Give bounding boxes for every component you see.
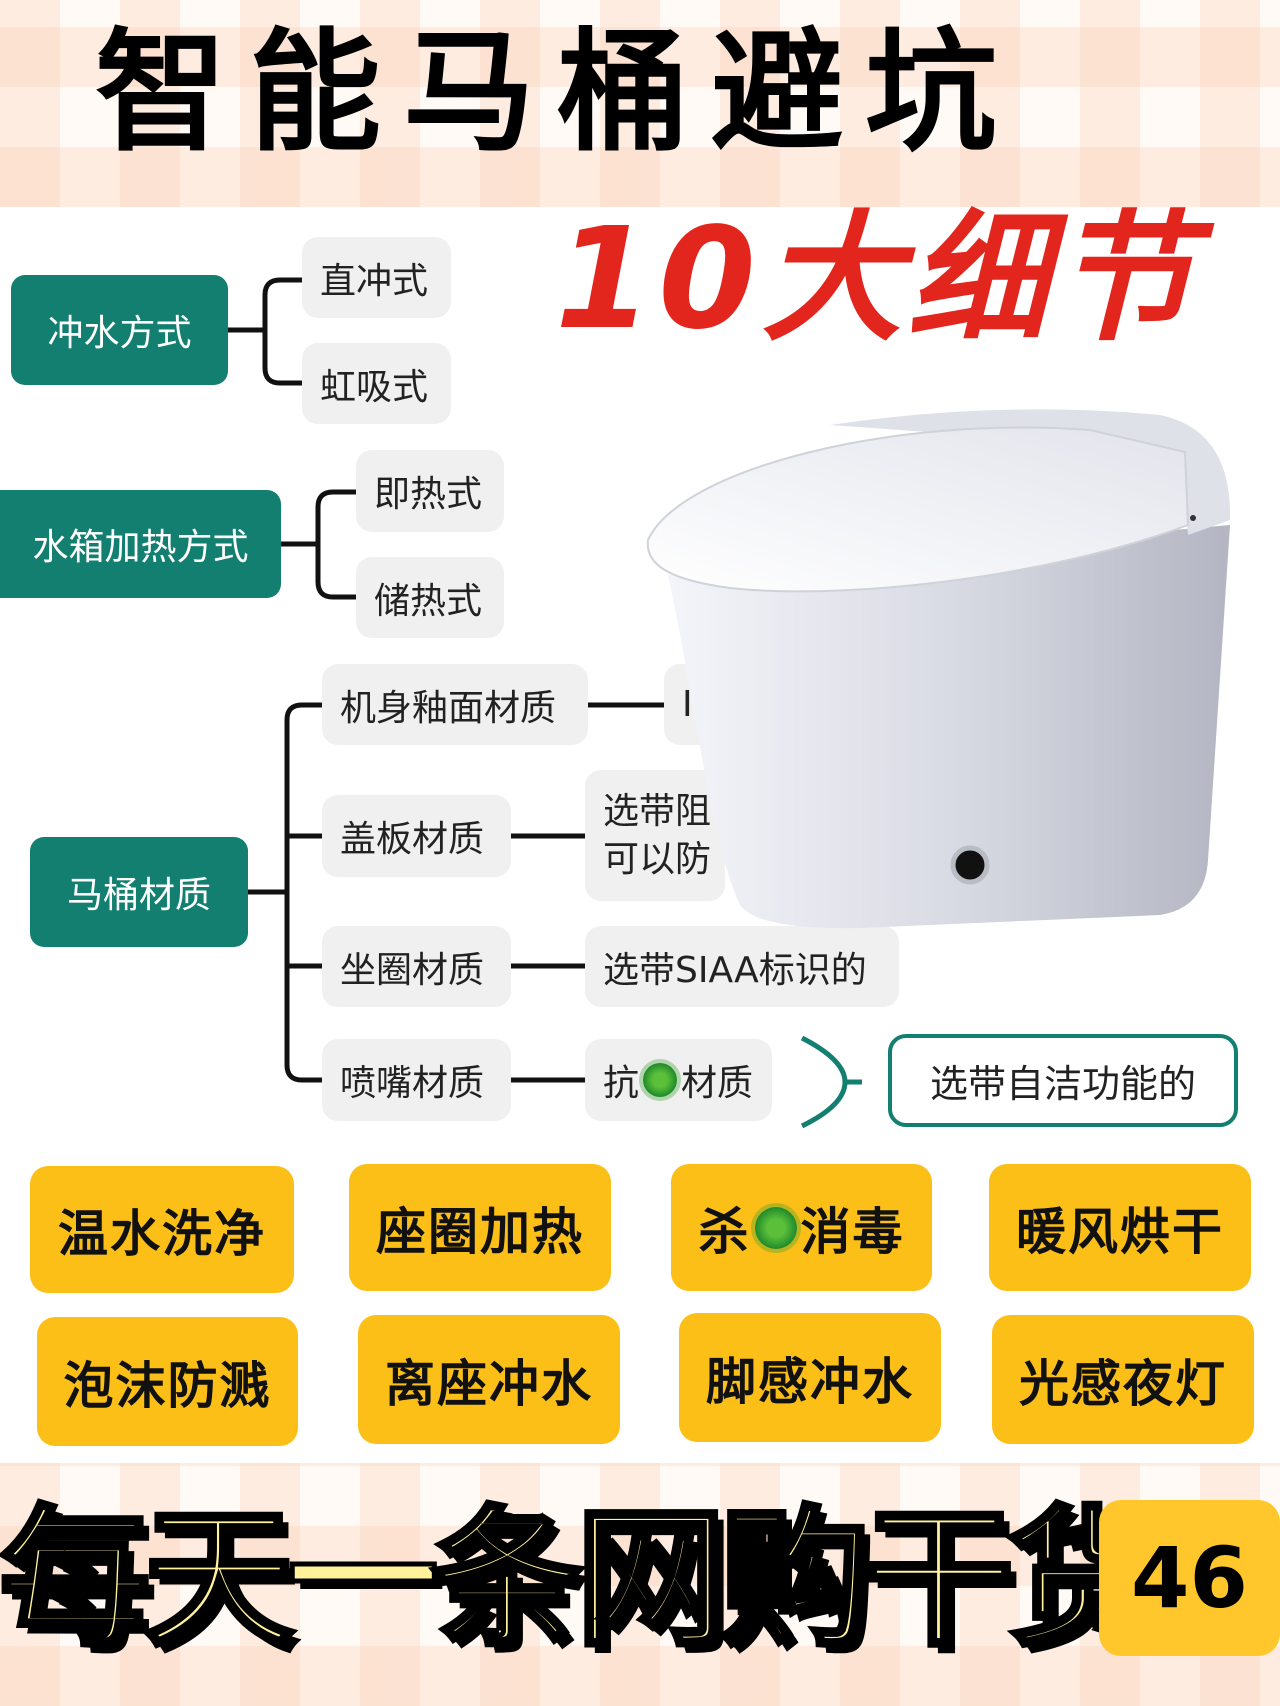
smart-toilet-image — [646, 409, 1231, 929]
feature-auto-flush: 离座冲水 — [358, 1315, 620, 1444]
material-node: 马桶材质 — [30, 837, 248, 947]
bracket-icon — [800, 1035, 862, 1129]
feature-foot-flush: 脚感冲水 — [679, 1313, 941, 1442]
feature-night-light: 光感夜灯 — [992, 1315, 1254, 1444]
connector-material — [248, 702, 322, 1083]
nozzle-value-post: 材质 — [681, 1063, 754, 1104]
feature-warm-air-dry: 暖风烘干 — [989, 1164, 1251, 1291]
lid-value-line1: 选带阻 — [603, 790, 712, 832]
feature-seat-heating: 座圈加热 — [349, 1164, 611, 1291]
footer-slogan: 每天一条网购干货 — [0, 1491, 1161, 1670]
toilet-lid — [646, 426, 1190, 593]
feature-sterilize: 杀消毒 — [671, 1164, 932, 1291]
flush-method-node: 冲水方式 — [11, 275, 228, 385]
flush-option-direct: 直冲式 — [302, 237, 451, 318]
heating-option-instant: 即热式 — [356, 450, 504, 532]
page-subtitle: 10大细节 — [555, 198, 1200, 361]
material-nozzle-value: 抗材质 — [585, 1039, 772, 1121]
connector-flush — [228, 277, 302, 386]
material-seat-value: 选带SIAA标识的 — [585, 926, 899, 1007]
connector-heating — [281, 489, 356, 600]
indicator-icon — [1190, 515, 1196, 521]
sensor-button-icon — [950, 845, 990, 885]
header-background — [0, 0, 1280, 207]
germ-icon — [754, 1206, 797, 1249]
page-title: 智能马桶避坑 — [95, 16, 1019, 170]
sterilize-pre: 杀 — [698, 1202, 751, 1261]
nozzle-value-pre: 抗 — [603, 1063, 640, 1104]
heating-method-node: 水箱加热方式 — [0, 490, 281, 598]
material-seat: 坐圈材质 — [322, 926, 511, 1007]
flush-option-siphon: 虹吸式 — [302, 343, 451, 424]
toilet-body — [668, 525, 1230, 929]
germ-icon — [643, 1063, 678, 1097]
material-lid-value: 选带阻 可以防 — [585, 770, 725, 901]
footer-background — [0, 1463, 1280, 1706]
issue-number-badge: 46 — [1099, 1500, 1280, 1656]
feature-foam-splash: 泡沫防溅 — [37, 1317, 298, 1446]
material-lid: 盖板材质 — [322, 795, 511, 877]
sterilize-post: 消毒 — [800, 1202, 905, 1261]
lid-value-line2: 可以防 — [603, 838, 712, 880]
connector-values — [511, 702, 664, 1083]
feature-warm-wash: 温水洗净 — [30, 1166, 294, 1293]
material-nozzle: 喷嘴材质 — [322, 1039, 511, 1121]
heating-option-storage: 储热式 — [356, 557, 504, 638]
self-clean-node: 选带自洁功能的 — [888, 1034, 1238, 1127]
material-glaze: 机身釉面材质 — [322, 664, 588, 745]
